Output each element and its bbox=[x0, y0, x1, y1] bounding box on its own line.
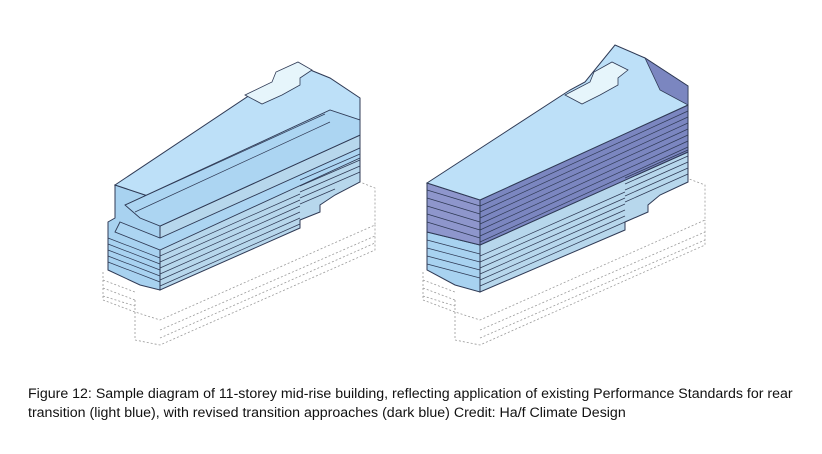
building-diagram bbox=[102, 44, 706, 346]
upper-setback-band bbox=[644, 56, 689, 106]
rooftop-structure bbox=[244, 61, 313, 105]
figure-caption: Figure 12: Sample diagram of 11-storey m… bbox=[28, 386, 793, 421]
end-face-lower bbox=[426, 231, 481, 293]
rooftop-structure bbox=[564, 61, 629, 105]
building-revised-approaches bbox=[422, 44, 706, 346]
building-existing-standards bbox=[102, 61, 376, 346]
floor-lines bbox=[426, 110, 689, 287]
terrace-steps bbox=[114, 109, 361, 251]
floor-lines bbox=[107, 113, 361, 287]
